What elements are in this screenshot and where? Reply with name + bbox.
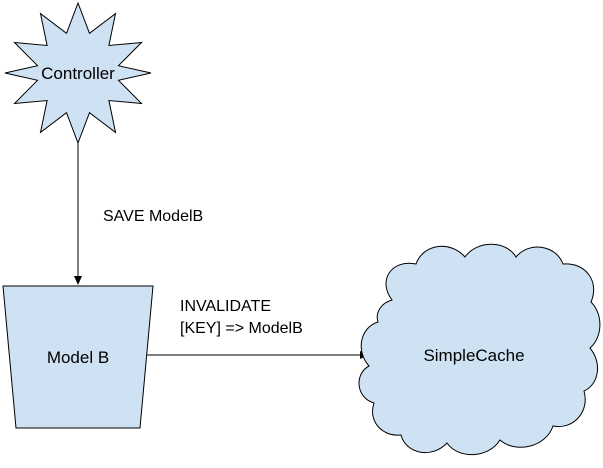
model-b-node: Model B (2, 285, 154, 429)
invalidate-edge-label-line1: INVALIDATE (180, 298, 271, 315)
model-b-trapezoid-shape (2, 285, 154, 429)
controller-node: Controller (4, 1, 152, 145)
save-edge-label: SAVE ModelB (103, 208, 203, 225)
controller-label: Controller (41, 64, 115, 83)
simple-cache-label: SimpleCache (423, 346, 524, 365)
controller-star-shape (4, 1, 152, 145)
invalidate-edge-label-line2: [KEY] => ModelB (180, 320, 303, 337)
simple-cache-cloud-shape (358, 243, 601, 456)
simple-cache-node: SimpleCache (358, 243, 601, 456)
model-b-label: Model B (47, 348, 109, 367)
